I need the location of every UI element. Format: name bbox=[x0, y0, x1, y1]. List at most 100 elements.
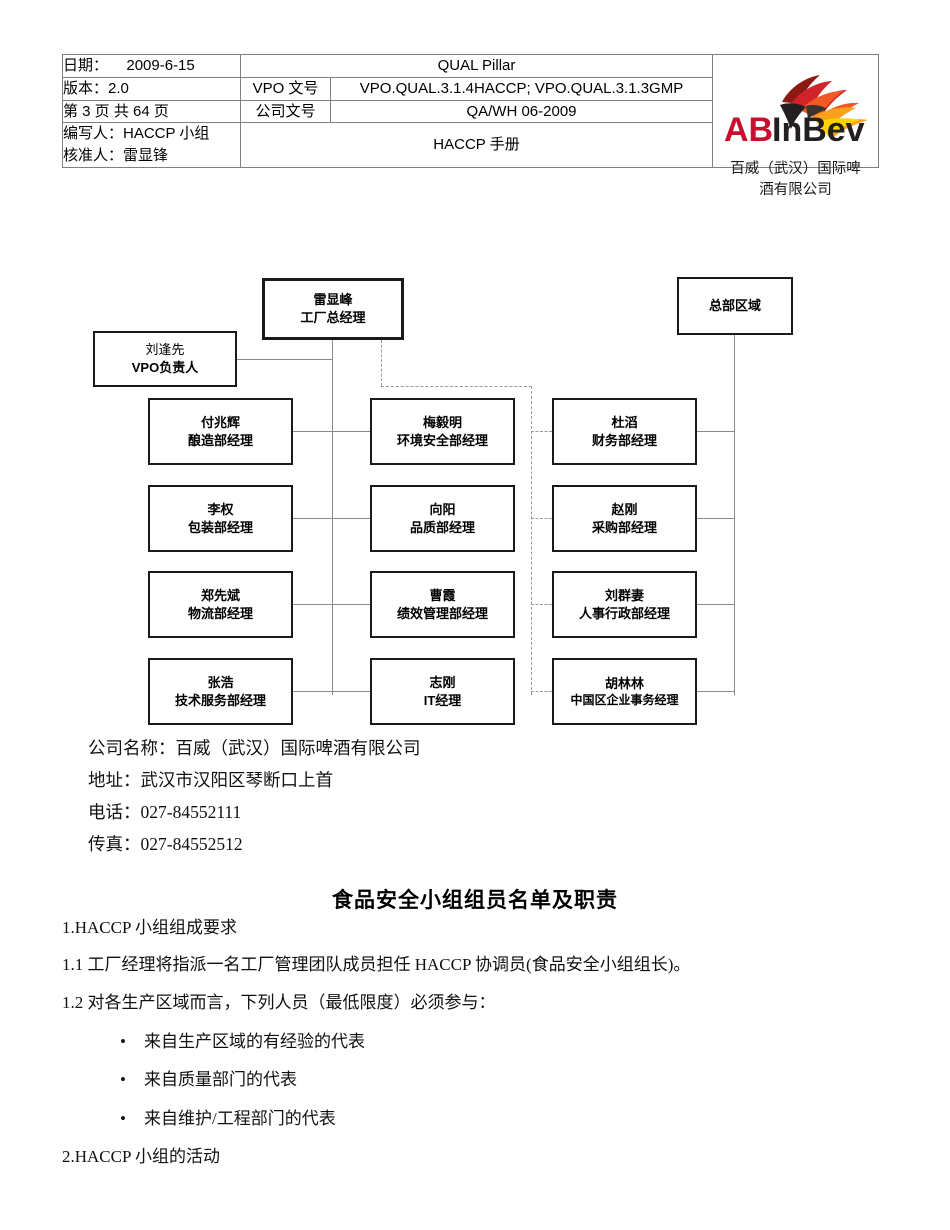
org-box-name: 刘逢先 bbox=[145, 342, 185, 358]
header-author-cell: 编写人：HACCP 小组 核准人：雷显锋 bbox=[62, 122, 241, 168]
org-box-vpo-lead[interactable]: 刘逢先 VPO负责人 bbox=[93, 331, 237, 387]
header-company-doc-label: 公司文号 bbox=[240, 99, 331, 124]
org-box-title: 中国区企业事务经理 bbox=[570, 693, 679, 708]
org-box-title: 绩效管理部经理 bbox=[396, 605, 488, 621]
org-box-name: 梅毅明 bbox=[422, 414, 462, 430]
org-box-name: 总部区域 bbox=[708, 298, 761, 314]
org-box-title: VPO负责人 bbox=[131, 360, 199, 375]
bullet-dot-icon: • bbox=[120, 1108, 126, 1128]
connector-main-trunk bbox=[332, 340, 333, 695]
connector-dashed-across bbox=[381, 386, 532, 387]
connector-middle-4 bbox=[332, 691, 370, 692]
org-box-title: 酿造部经理 bbox=[187, 432, 253, 448]
logo-caption-line1: 百威（武汉）国际啤 bbox=[730, 160, 861, 177]
connector-right-4 bbox=[531, 691, 552, 692]
org-box-name: 张浩 bbox=[207, 674, 234, 690]
connector-hq-trunk bbox=[734, 335, 735, 695]
org-box-name: 志刚 bbox=[429, 674, 456, 690]
connector-right-2 bbox=[531, 518, 552, 519]
company-address-line: 地址：武汉市汉阳区琴断口上首 bbox=[88, 769, 333, 790]
header-pillar-cell: QUAL Pillar bbox=[240, 54, 713, 78]
connector-dashed-right-trunk bbox=[531, 386, 532, 695]
connector-left-2 bbox=[293, 518, 332, 519]
connector-dashed-down-from-top bbox=[381, 340, 382, 386]
header-row-page: 第 3 页 共 64 页 公司文号 QA/WH 06-2009 bbox=[62, 99, 879, 124]
company-contact-info: 公司名称：百威（武汉）国际啤酒有限公司 地址：武汉市汉阳区琴断口上首 电话：02… bbox=[88, 733, 421, 860]
list-item: • 来自维护/工程部门的代表 bbox=[62, 1106, 892, 1132]
bullet-dot-icon: • bbox=[120, 1070, 126, 1089]
org-box-procurement-manager[interactable]: 赵刚 采购部经理 bbox=[552, 485, 697, 552]
header-date-cell: 日期： 2009-6-15 bbox=[62, 54, 241, 78]
company-name-line: 公司名称：百威（武汉）国际啤酒有限公司 bbox=[88, 738, 421, 758]
header-page-info: 第 3 页 共 64 页 bbox=[62, 99, 241, 124]
connector-left-3 bbox=[293, 604, 332, 605]
org-box-performance-manager[interactable]: 曹霞 绩效管理部经理 bbox=[370, 571, 515, 638]
connector-right-1 bbox=[531, 431, 552, 432]
header-date-value: 2009-6-15 bbox=[126, 57, 195, 74]
org-box-name: 杜滔 bbox=[611, 414, 638, 430]
org-box-title: 包装部经理 bbox=[187, 519, 253, 535]
connector-middle-3 bbox=[332, 604, 370, 605]
header-vpo-doc-value: VPO.QUAL.3.1.4HACCP; VPO.QUAL.3.1.3GMP bbox=[330, 76, 713, 101]
connector-hq-1 bbox=[697, 431, 734, 432]
org-box-quality-manager[interactable]: 向阳 品质部经理 bbox=[370, 485, 515, 552]
bullet-dot-icon: • bbox=[120, 1031, 126, 1051]
body-content: 1.HACCP 小组组成要求 1.1 工厂经理将指派一名工厂管理团队成员担任 H… bbox=[62, 915, 892, 1183]
header-row-author: 编写人：HACCP 小组 核准人：雷显锋 HACCP 手册 bbox=[62, 122, 879, 168]
header-row-date: 日期： 2009-6-15 QUAL Pillar bbox=[62, 54, 879, 198]
connector-middle-2 bbox=[332, 518, 370, 519]
org-box-plant-general-manager[interactable]: 雷显峰 工厂总经理 bbox=[262, 278, 404, 340]
connector-left-4 bbox=[293, 691, 332, 692]
abinbev-logo-svg: AB InBev bbox=[724, 74, 868, 149]
header-logo-cell: AB InBev 百威（武汉）国际啤 酒有限公司 bbox=[712, 54, 879, 198]
org-box-hr-admin-manager[interactable]: 刘群妻 人事行政部经理 bbox=[552, 571, 697, 638]
org-box-brewing-manager[interactable]: 付兆辉 酿造部经理 bbox=[148, 398, 293, 465]
header-version-cell: 版本：2.0 bbox=[62, 76, 241, 101]
eagle-icon bbox=[779, 74, 868, 137]
header-row-version: 版本：2.0 VPO 文号 VPO.QUAL.3.1.4HACCP; VPO.Q… bbox=[62, 76, 879, 101]
org-box-name: 雷显峰 bbox=[313, 292, 353, 308]
org-box-technical-service-manager[interactable]: 张浩 技术服务部经理 bbox=[148, 658, 293, 725]
org-box-finance-manager[interactable]: 杜滔 财务部经理 bbox=[552, 398, 697, 465]
org-box-name: 向阳 bbox=[429, 501, 456, 517]
requirement-bullet-list: • 来自生产区域的有经验的代表 • 来自质量部门的代表 • 来自维护/工程部门的… bbox=[62, 1029, 892, 1132]
logo-text-inbev: InBev bbox=[772, 111, 865, 149]
org-box-title: IT经理 bbox=[423, 692, 462, 708]
document-header-table: 日期： 2009-6-15 QUAL Pillar bbox=[62, 54, 879, 198]
company-fax-line: 传真：027-84552512 bbox=[88, 833, 243, 854]
connector-right-3 bbox=[531, 604, 552, 605]
logo-caption: 百威（武汉）国际啤 酒有限公司 bbox=[720, 159, 872, 201]
header-vpo-doc-label: VPO 文号 bbox=[240, 76, 331, 101]
abinbev-wordmark: AB InBev bbox=[724, 111, 865, 149]
connector-middle-1 bbox=[332, 431, 370, 432]
org-box-title: 物流部经理 bbox=[187, 605, 253, 621]
section-title: 食品安全小组组员名单及职责 bbox=[332, 888, 618, 912]
org-box-ehs-manager[interactable]: 梅毅明 环境安全部经理 bbox=[370, 398, 515, 465]
company-telephone-line: 电话：027-84552111 bbox=[88, 801, 242, 822]
org-box-name: 李权 bbox=[207, 501, 234, 517]
org-box-name: 胡林林 bbox=[604, 675, 644, 691]
logo-text-ab: AB bbox=[724, 111, 773, 149]
header-date-label: 日期： bbox=[63, 57, 109, 74]
org-box-title: 财务部经理 bbox=[591, 432, 657, 448]
org-box-title: 采购部经理 bbox=[591, 519, 657, 535]
list-item-label: 来自维护/工程部门的代表 bbox=[144, 1108, 336, 1128]
org-box-title: 技术服务部经理 bbox=[174, 692, 266, 708]
org-box-logistics-manager[interactable]: 郑先斌 物流部经理 bbox=[148, 571, 293, 638]
org-box-title: 人事行政部经理 bbox=[578, 605, 670, 621]
org-box-name: 付兆辉 bbox=[200, 414, 240, 430]
header-manual-title: HACCP 手册 bbox=[240, 122, 713, 168]
org-box-it-manager[interactable]: 志刚 IT经理 bbox=[370, 658, 515, 725]
list-item: • 来自质量部门的代表 bbox=[62, 1067, 892, 1093]
connector-left-1 bbox=[293, 431, 332, 432]
org-box-china-corporate-affairs-manager[interactable]: 胡林林 中国区企业事务经理 bbox=[552, 658, 697, 725]
org-box-name: 赵刚 bbox=[611, 501, 638, 517]
org-box-headquarters-region[interactable]: 总部区域 bbox=[677, 277, 793, 335]
header-company-doc-value: QA/WH 06-2009 bbox=[330, 99, 713, 124]
org-box-packaging-manager[interactable]: 李权 包装部经理 bbox=[148, 485, 293, 552]
logo-caption-line2: 酒有限公司 bbox=[759, 181, 832, 198]
clause-1-1: 1.1 工厂经理将指派一名工厂管理团队成员担任 HACCP 协调员(食品安全小组… bbox=[62, 954, 691, 974]
list-item: • 来自生产区域的有经验的代表 bbox=[62, 1029, 892, 1055]
org-box-name: 曹霞 bbox=[429, 587, 456, 603]
